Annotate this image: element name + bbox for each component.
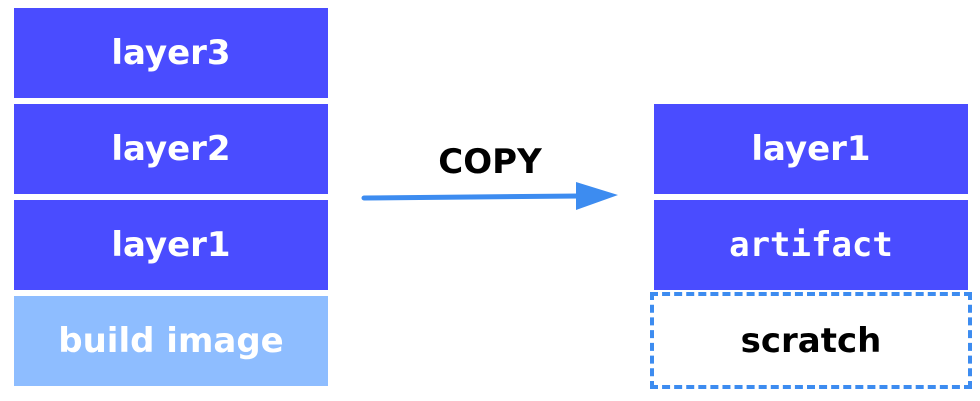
right-layer1-label: layer1 (751, 129, 871, 169)
left-layer1-block: layer1 (14, 200, 328, 290)
left-layer1-label: layer1 (111, 225, 231, 265)
left-layer2-block: layer2 (14, 104, 328, 194)
artifact-label: artifact (729, 225, 893, 265)
left-layer3-block: layer3 (14, 8, 328, 98)
build-image-block: build image (14, 296, 328, 386)
left-layer3-label: layer3 (111, 33, 231, 73)
scratch-label: scratch (740, 320, 882, 361)
left-layer2-label: layer2 (111, 129, 231, 169)
scratch-block: scratch (650, 292, 972, 389)
right-layer1-block: layer1 (654, 104, 968, 194)
build-image-label: build image (58, 321, 284, 361)
artifact-block: artifact (654, 200, 968, 290)
copy-arrow-icon (361, 182, 618, 210)
copy-label: COPY (438, 142, 542, 182)
